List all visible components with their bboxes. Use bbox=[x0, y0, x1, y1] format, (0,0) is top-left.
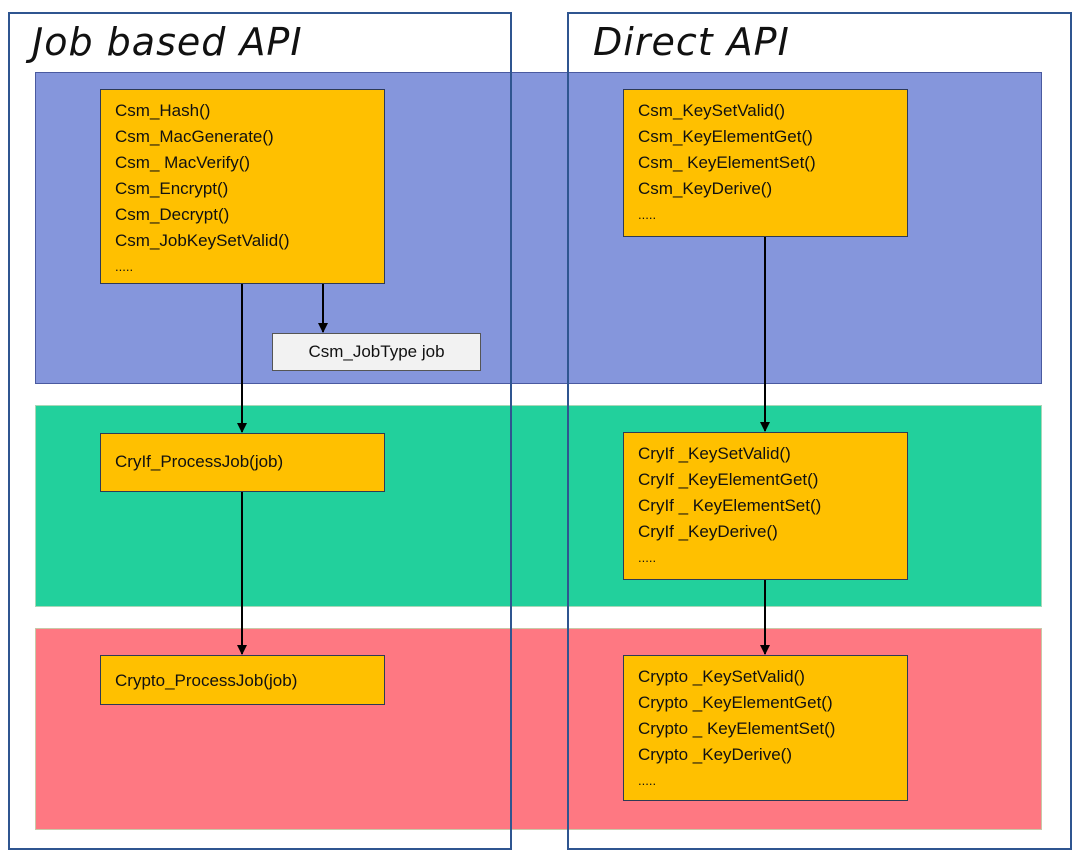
function-label: Csm_MacGenerate() bbox=[115, 127, 274, 146]
function-label: Csm_JobKeySetValid() bbox=[115, 231, 290, 250]
function-label: Csm_KeySetValid() bbox=[638, 101, 786, 120]
function-label: Csm_KeyElementGet() bbox=[638, 127, 813, 146]
crypto-processjob-box: Crypto_ProcessJob(job) bbox=[100, 655, 385, 705]
function-label: Csm_ KeyElementSet() bbox=[638, 153, 816, 172]
function-label: Crypto _ KeyElementSet() bbox=[638, 719, 836, 738]
ellipsis-label: ..... bbox=[638, 207, 657, 222]
function-label: Csm_KeyDerive() bbox=[638, 179, 773, 198]
csm-jobtype-box: Csm_JobType job bbox=[272, 333, 481, 371]
job-based-api-title: Job based API bbox=[32, 20, 303, 64]
csm-direct-functions-box: Csm_KeySetValid() Csm_KeyElementGet() Cs… bbox=[623, 89, 908, 237]
ellipsis-label: ..... bbox=[115, 259, 134, 274]
function-label: Crypto _KeyDerive() bbox=[638, 745, 792, 764]
function-label: Crypto_ProcessJob(job) bbox=[115, 671, 298, 690]
crypto-direct-functions-box: Crypto _KeySetValid() Crypto _KeyElement… bbox=[623, 655, 908, 801]
ellipsis-label: ..... bbox=[638, 773, 657, 788]
direct-api-frame bbox=[567, 12, 1072, 850]
cryif-processjob-box: CryIf_ProcessJob(job) bbox=[100, 433, 385, 492]
function-label: Crypto _KeySetValid() bbox=[638, 667, 805, 686]
function-label: CryIf _KeyElementGet() bbox=[638, 470, 819, 489]
function-label: Csm_Hash() bbox=[115, 101, 211, 120]
function-label: CryIf _KeySetValid() bbox=[638, 444, 791, 463]
ellipsis-label: ..... bbox=[638, 550, 657, 565]
cryif-direct-functions-box: CryIf _KeySetValid() CryIf _KeyElementGe… bbox=[623, 432, 908, 580]
function-label: CryIf_ProcessJob(job) bbox=[115, 452, 284, 471]
function-label: Csm_Encrypt() bbox=[115, 179, 229, 198]
function-label: Csm_Decrypt() bbox=[115, 205, 230, 224]
function-label: CryIf _KeyDerive() bbox=[638, 522, 778, 541]
job-based-api-frame bbox=[8, 12, 512, 850]
function-label: CryIf _ KeyElementSet() bbox=[638, 496, 822, 515]
function-label: Crypto _KeyElementGet() bbox=[638, 693, 833, 712]
csm-job-functions-box: Csm_Hash() Csm_MacGenerate() Csm_ MacVer… bbox=[100, 89, 385, 284]
function-label: Csm_ MacVerify() bbox=[115, 153, 251, 172]
direct-api-title: Direct API bbox=[593, 20, 790, 64]
